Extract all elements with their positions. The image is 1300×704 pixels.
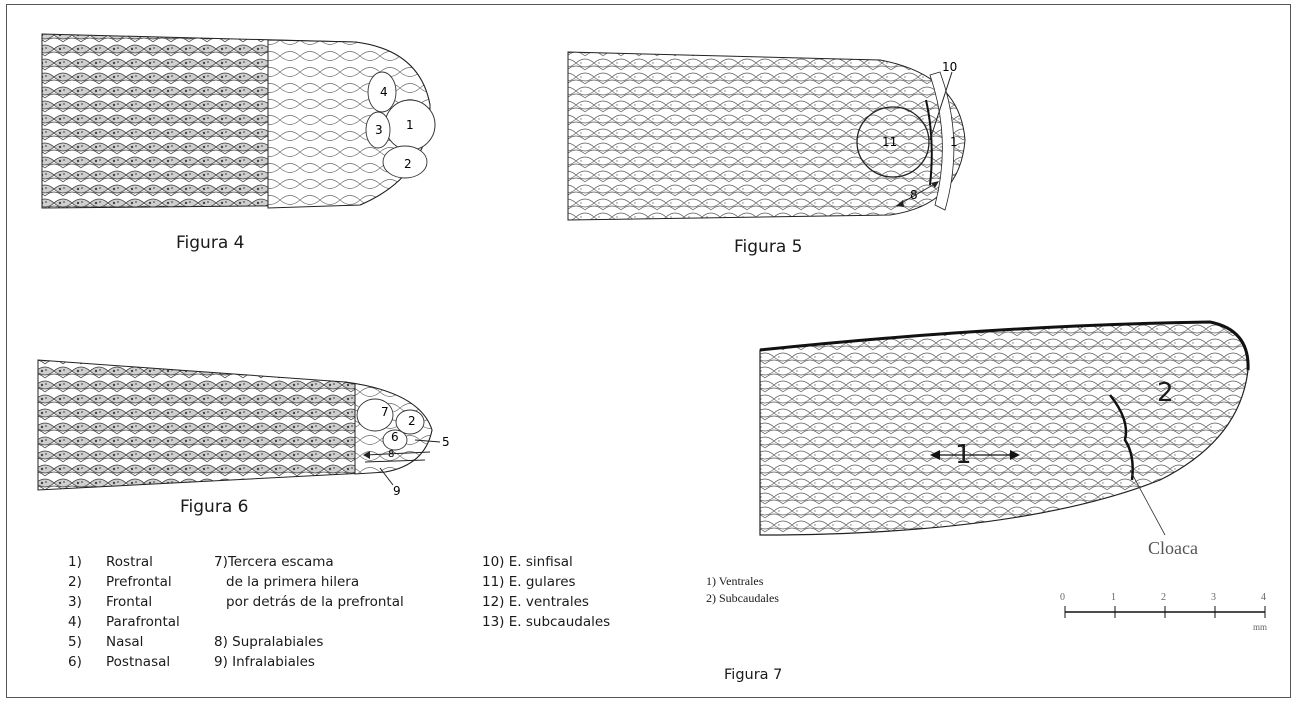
legend-number-6: 6)	[68, 652, 82, 672]
figure-7-caption: Figura 7	[724, 667, 782, 683]
figure-6-illustration	[38, 360, 440, 490]
figure-4-illustration	[42, 34, 435, 208]
legend-parafrontal: Parafrontal	[106, 612, 180, 632]
fig6-marker-9: 9	[393, 484, 401, 498]
fig7-legend-1: 1) Ventrales	[706, 574, 763, 589]
scale-tick-3: 3	[1211, 592, 1216, 603]
legend-item-8: 8) Supralabiales	[214, 632, 323, 652]
legend-item-12: 12) E. ventrales	[482, 592, 589, 612]
figure-7-illustration	[760, 322, 1265, 618]
scale-tick-4: 4	[1261, 592, 1266, 603]
figure-5-caption: Figura 5	[734, 237, 802, 257]
fig4-marker-3: 3	[375, 123, 383, 137]
fig5-marker-10: 10	[942, 60, 957, 74]
figure-4-caption: Figura 4	[176, 233, 244, 253]
figure-6-caption: Figura 6	[180, 497, 248, 517]
figure-5-illustration	[568, 52, 965, 220]
legend-item-7-line-1: 7)Tercera escama	[214, 552, 334, 572]
legend-item-13: 13) E. subcaudales	[482, 612, 610, 632]
fig5-marker-11: 11	[882, 135, 897, 149]
fig7-marker-2: 2	[1157, 378, 1174, 408]
legend-column-1-numbers: 1) 2) 3) 4) 5) 6)	[68, 552, 82, 672]
legend-nasal: Nasal	[106, 632, 180, 652]
fig7-marker-1: 1	[955, 440, 972, 470]
legend-number-3: 3)	[68, 592, 82, 612]
scale-tick-0: 0	[1060, 592, 1065, 603]
legend-number-5: 5)	[68, 632, 82, 652]
legend-item-7-line-2: de la primera hilera	[226, 572, 359, 592]
legend-frontal: Frontal	[106, 592, 180, 612]
fig6-marker-6: 6	[391, 430, 399, 444]
cloaca-label: Cloaca	[1148, 538, 1198, 559]
fig6-marker-8: 8	[388, 449, 394, 460]
fig4-marker-4: 4	[380, 85, 388, 99]
legend-column-1-labels: Rostral Prefrontal Frontal Parafrontal N…	[106, 552, 180, 672]
legend-prefrontal: Prefrontal	[106, 572, 180, 592]
legend-item-11: 11) E. gulares	[482, 572, 576, 592]
legend-number-1: 1)	[68, 552, 82, 572]
legend-postnasal: Postnasal	[106, 652, 180, 672]
fig7-legend-2: 2) Subcaudales	[706, 591, 779, 606]
fig6-marker-7: 7	[381, 405, 389, 419]
fig5-marker-1: 1	[950, 135, 958, 149]
fig6-marker-2: 2	[408, 414, 416, 428]
fig4-marker-1: 1	[406, 118, 414, 132]
legend-item-10: 10) E. sinfisal	[482, 552, 573, 572]
scale-tick-2: 2	[1161, 592, 1166, 603]
legend-item-7-line-3: por detrás de la prefrontal	[226, 592, 404, 612]
legend-number-4: 4)	[68, 612, 82, 632]
fig5-marker-8: 8	[910, 188, 918, 202]
legend-item-9: 9) Infralabiales	[214, 652, 315, 672]
fig4-marker-2: 2	[404, 157, 412, 171]
legend-rostral: Rostral	[106, 552, 180, 572]
scale-unit: mm	[1253, 622, 1267, 632]
legend-number-2: 2)	[68, 572, 82, 592]
fig6-marker-5: 5	[442, 435, 450, 449]
scale-tick-1: 1	[1111, 592, 1116, 603]
